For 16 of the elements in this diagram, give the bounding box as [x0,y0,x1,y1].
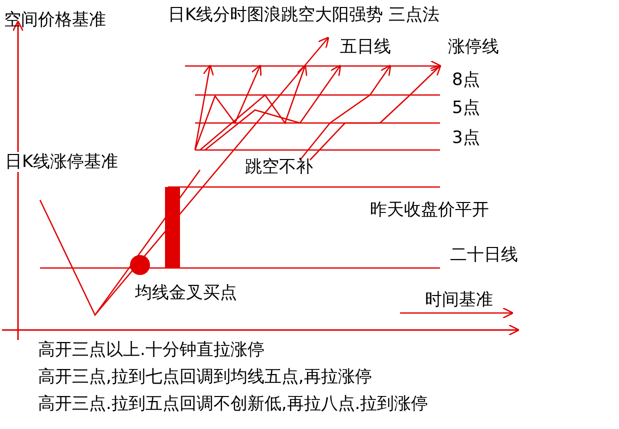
annotation-text: 均线金叉买点 [135,283,237,303]
axis-label: 空间价格基准 [4,10,106,30]
note-text: 高开三点以上.十分钟直拉涨停 [38,340,264,360]
line-label: 二十日线 [450,245,518,265]
level-label: 8点 [452,70,480,90]
line-label: 日K线涨停基准 [5,152,118,172]
axis-label: 时间基准 [425,290,493,310]
title: 日K线分时图浪跳空大阳强势 三点法 [168,5,440,25]
line-label: 昨天收盘价平开 [370,200,489,220]
note-text: 高开三点.拉到五点回调不创新低,再拉八点.拉到涨停 [38,394,428,414]
line-label: 涨停线 [448,37,499,57]
level-label: 5点 [452,98,480,118]
note-text: 高开三点,拉到七点回调到均线五点,再拉涨停 [38,367,372,387]
annotation-text: 跳空不补 [245,157,313,177]
level-label: 3点 [452,128,480,148]
line-label: 五日线 [340,37,391,57]
